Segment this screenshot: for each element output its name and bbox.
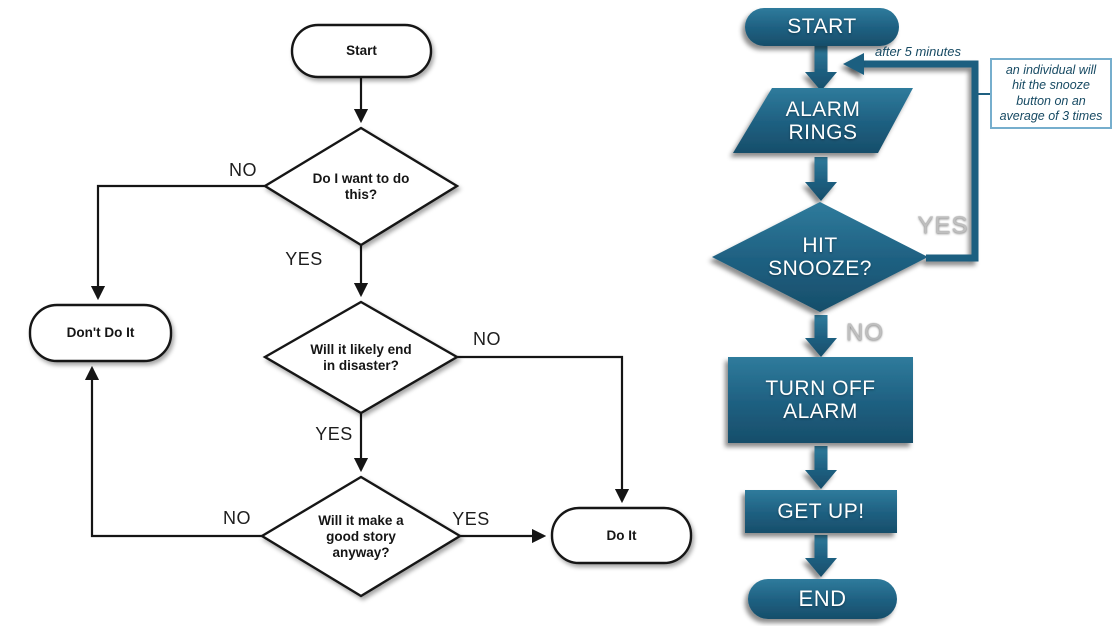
label-q2-line1: Will it likely end bbox=[310, 341, 412, 357]
edge-label-q1-no-text: NO bbox=[229, 159, 257, 180]
edge-label-snooze-yes-text: YES bbox=[917, 212, 969, 239]
loop-arrowhead-icon bbox=[843, 53, 864, 75]
label-get-up-text: GET UP! bbox=[777, 500, 865, 523]
arrow-snooze-to-turnoff-icon bbox=[805, 315, 837, 357]
label-right-start: START bbox=[745, 8, 899, 46]
edge-label-q2-no: NO bbox=[465, 328, 509, 350]
process-get-up bbox=[745, 490, 897, 533]
edge-label-q1-yes-text: YES bbox=[285, 248, 323, 269]
label-snooze-line2: SNOOZE? bbox=[768, 257, 872, 280]
edge-label-snooze-no: NO bbox=[838, 318, 892, 348]
label-end-text: END bbox=[798, 586, 847, 611]
label-snooze-line1: HIT bbox=[802, 234, 838, 257]
label-q1-line2: this? bbox=[344, 186, 378, 202]
edge-label-q1-yes: YES bbox=[281, 248, 327, 270]
label-q3-line3: anyway? bbox=[332, 544, 390, 560]
edge-label-q2-yes-text: YES bbox=[315, 423, 353, 444]
edge-q1-no-to-dont bbox=[90, 184, 266, 301]
process-turn-off-alarm bbox=[728, 357, 913, 443]
label-end: END bbox=[748, 579, 897, 619]
arrow-start-to-alarm-icon bbox=[805, 46, 837, 91]
edge-label-q2-no-text: NO bbox=[473, 328, 501, 349]
decision-hit-snooze bbox=[712, 202, 928, 312]
label-q1: Do I want to do this? bbox=[266, 128, 456, 245]
terminator-start-right bbox=[745, 8, 899, 46]
edge-label-loop-caption-text: after 5 minutes bbox=[875, 44, 961, 59]
edge-label-q3-no-text: NO bbox=[223, 507, 251, 528]
label-get-up: GET UP! bbox=[745, 490, 897, 533]
label-dont-do-it-text: Don't Do It bbox=[66, 325, 135, 340]
arrow-turnoff-to-getup-icon bbox=[805, 446, 837, 489]
label-alarm-line2: RINGS bbox=[788, 120, 858, 144]
edge-label-loop-caption: after 5 minutes bbox=[856, 43, 980, 60]
label-start-text: Start bbox=[346, 43, 377, 58]
label-start: Start bbox=[292, 25, 431, 77]
annotation-note-line1: an individual will bbox=[1005, 62, 1097, 77]
arrow-alarm-to-snooze-icon bbox=[805, 157, 837, 201]
annotation-note-line2: hit the snooze bbox=[1012, 78, 1090, 92]
terminator-end bbox=[748, 579, 897, 619]
label-q3: Will it make a good story anyway? bbox=[262, 477, 460, 596]
label-alarm-rings: ALARM RINGS bbox=[733, 88, 913, 153]
annotation-note: an individual will hit the snooze button… bbox=[990, 58, 1112, 129]
edge-label-q3-yes: YES bbox=[448, 508, 494, 530]
label-turnoff-line2: ALARM bbox=[783, 400, 858, 423]
edge-q3-no-to-dont bbox=[84, 365, 262, 538]
label-dont-do-it: Don't Do It bbox=[30, 305, 171, 361]
edge-snooze-yes-loop bbox=[853, 60, 979, 262]
edge-label-q2-yes: YES bbox=[311, 423, 357, 445]
arrow-getup-to-end-icon bbox=[805, 535, 837, 577]
label-q3-line2: good story bbox=[326, 528, 396, 544]
edge-label-q3-yes-text: YES bbox=[452, 508, 490, 529]
terminator-do-it bbox=[550, 506, 693, 565]
terminator-start bbox=[290, 23, 433, 79]
label-do-it: Do It bbox=[552, 508, 691, 563]
label-alarm-line1: ALARM bbox=[785, 97, 861, 121]
terminator-dont-do-it bbox=[28, 303, 173, 363]
label-q2-line2: in disaster? bbox=[323, 357, 399, 373]
edge-label-snooze-no-text: NO bbox=[846, 319, 884, 346]
decision-q2 bbox=[262, 300, 460, 415]
label-right-start-text: START bbox=[787, 15, 857, 38]
io-alarm-rings bbox=[733, 88, 913, 153]
decision-q1 bbox=[262, 126, 460, 247]
edge-label-q1-no: NO bbox=[221, 159, 265, 181]
label-turn-off-alarm: TURN OFF ALARM bbox=[728, 357, 913, 443]
label-q3-line1: Will it make a bbox=[318, 512, 404, 528]
label-hit-snooze: HIT SNOOZE? bbox=[712, 202, 928, 312]
annotation-note-line4: average of 3 times bbox=[999, 109, 1103, 123]
label-do-it-text: Do It bbox=[606, 527, 637, 543]
label-q1-line1: Do I want to do bbox=[312, 170, 410, 186]
edge-label-snooze-yes: YES bbox=[914, 211, 972, 241]
edge-label-q3-no: NO bbox=[215, 507, 259, 529]
annotation-note-line3: button on an bbox=[1016, 93, 1086, 108]
decision-q3 bbox=[259, 475, 463, 598]
label-turnoff-line1: TURN OFF bbox=[765, 377, 876, 400]
label-q2: Will it likely end in disaster? bbox=[266, 302, 456, 413]
edge-q2-no-to-doit bbox=[457, 355, 630, 504]
